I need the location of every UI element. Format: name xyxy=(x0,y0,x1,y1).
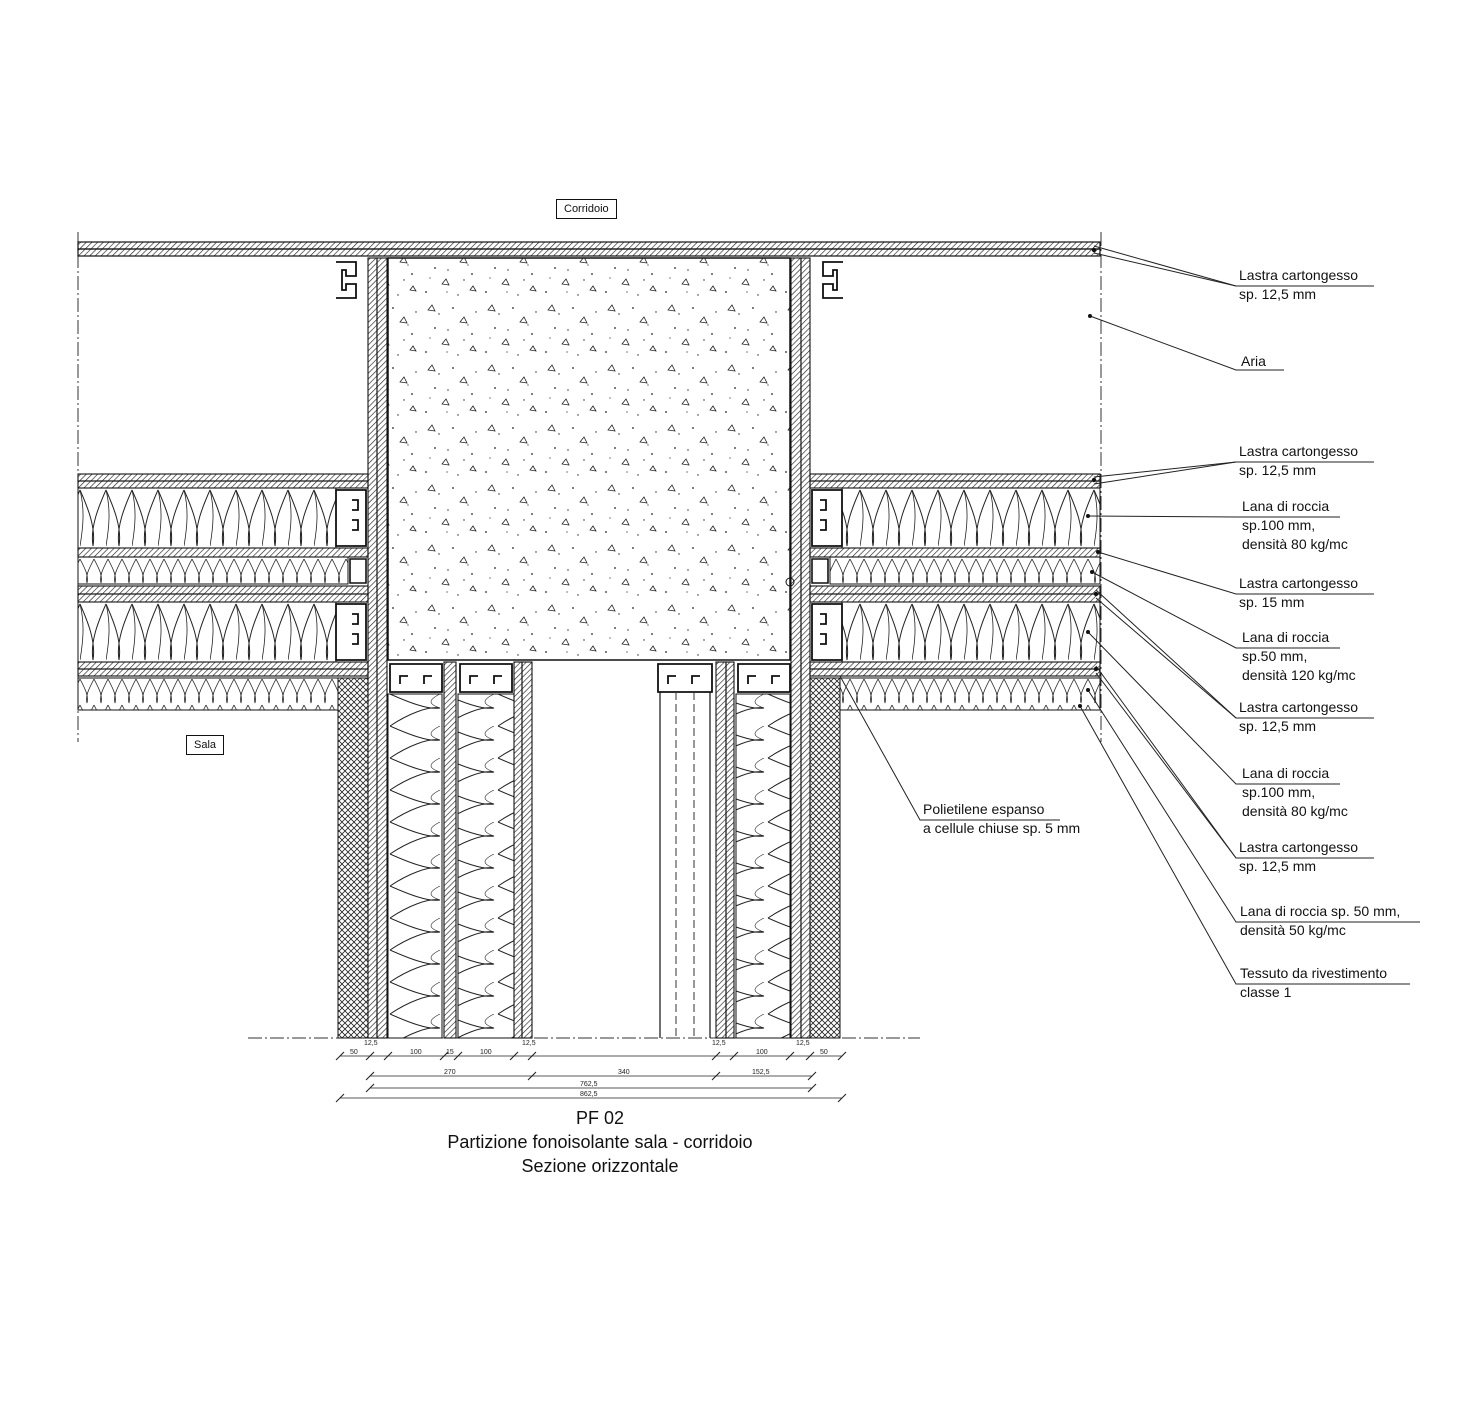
title-code: PF 02 xyxy=(575,1108,625,1128)
dim-label: 100 xyxy=(410,1049,422,1056)
dim-label: 862,5 xyxy=(580,1091,598,1098)
title-line1: Partizione fonoisolante sala - corridoio xyxy=(447,1132,753,1152)
dim-label: 340 xyxy=(618,1069,630,1076)
dim-label: 12,5 xyxy=(364,1040,378,1047)
title-line2: Sezione orizzontale xyxy=(521,1156,679,1176)
dim-label: 762,5 xyxy=(580,1081,598,1088)
dim-label: 50 xyxy=(350,1049,358,1056)
dim-label: 12,5 xyxy=(796,1040,810,1047)
dim-label: 270 xyxy=(444,1069,456,1076)
room-tag-corridor: Corridoio xyxy=(556,199,617,219)
dim-label: 12,5 xyxy=(522,1040,536,1047)
dim-label: 100 xyxy=(480,1049,492,1056)
dim-label: 152,5 xyxy=(752,1069,770,1076)
drawing-title: PF 02 Partizione fonoisolante sala - cor… xyxy=(360,1106,840,1178)
label-air: Aria xyxy=(1241,353,1266,369)
dim-label: 50 xyxy=(820,1049,828,1056)
dim-label: 15 xyxy=(446,1049,454,1056)
room-tag-sala: Sala xyxy=(186,735,225,755)
dim-label: 12,5 xyxy=(712,1040,726,1047)
dim-label: 100 xyxy=(756,1049,768,1056)
label-rockwool-4: Lana di roccia sp. 50 mm,densità 50 kg/m… xyxy=(1240,903,1401,938)
